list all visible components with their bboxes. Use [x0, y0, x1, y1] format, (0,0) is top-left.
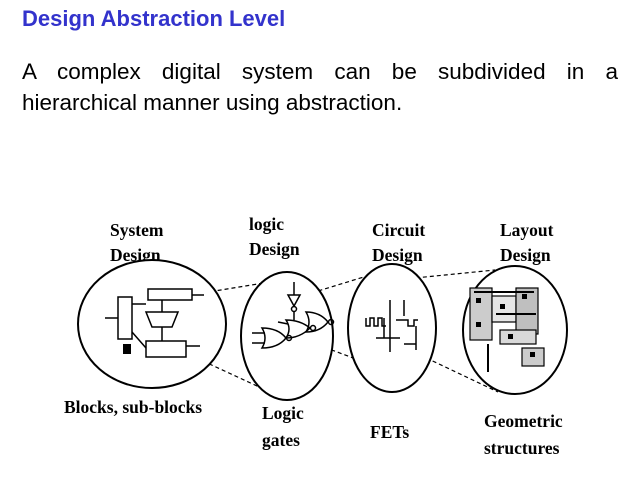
system-design-circle: [77, 259, 227, 389]
label-logic-design: logic Design: [249, 212, 300, 262]
circuit-design-circle: [347, 263, 437, 393]
label-line: Circuit: [372, 220, 426, 240]
label-line: FETs: [370, 422, 410, 442]
label-geometric-structures: Geometric structures: [484, 408, 563, 462]
zoom-lines: [189, 269, 499, 393]
logic-design-circle: [240, 271, 335, 401]
label-line: Logic: [262, 403, 304, 423]
label-blocks: Blocks, sub-blocks: [64, 395, 202, 420]
label-line: Design: [249, 239, 300, 259]
label-line: Layout: [500, 220, 554, 240]
label-line: structures: [484, 438, 560, 458]
label-layout-design: Layout Design: [500, 218, 553, 268]
label-circuit-design: Circuit Design: [372, 218, 425, 268]
label-line: logic: [249, 214, 284, 234]
label-line: Blocks, sub-blocks: [64, 397, 203, 417]
label-fets: FETs: [370, 420, 409, 445]
intro-text: A complex digital system can be subdivid…: [22, 59, 618, 115]
layout-design-circle: [462, 265, 568, 395]
label-line: gates: [262, 430, 300, 450]
label-line: System: [110, 220, 164, 240]
slide-title: Design Abstraction Level: [22, 6, 286, 31]
label-logic-gates: Logic gates: [262, 400, 304, 454]
label-line: Design: [372, 245, 423, 265]
label-line: Design: [500, 245, 551, 265]
label-line: Geometric: [484, 411, 563, 431]
